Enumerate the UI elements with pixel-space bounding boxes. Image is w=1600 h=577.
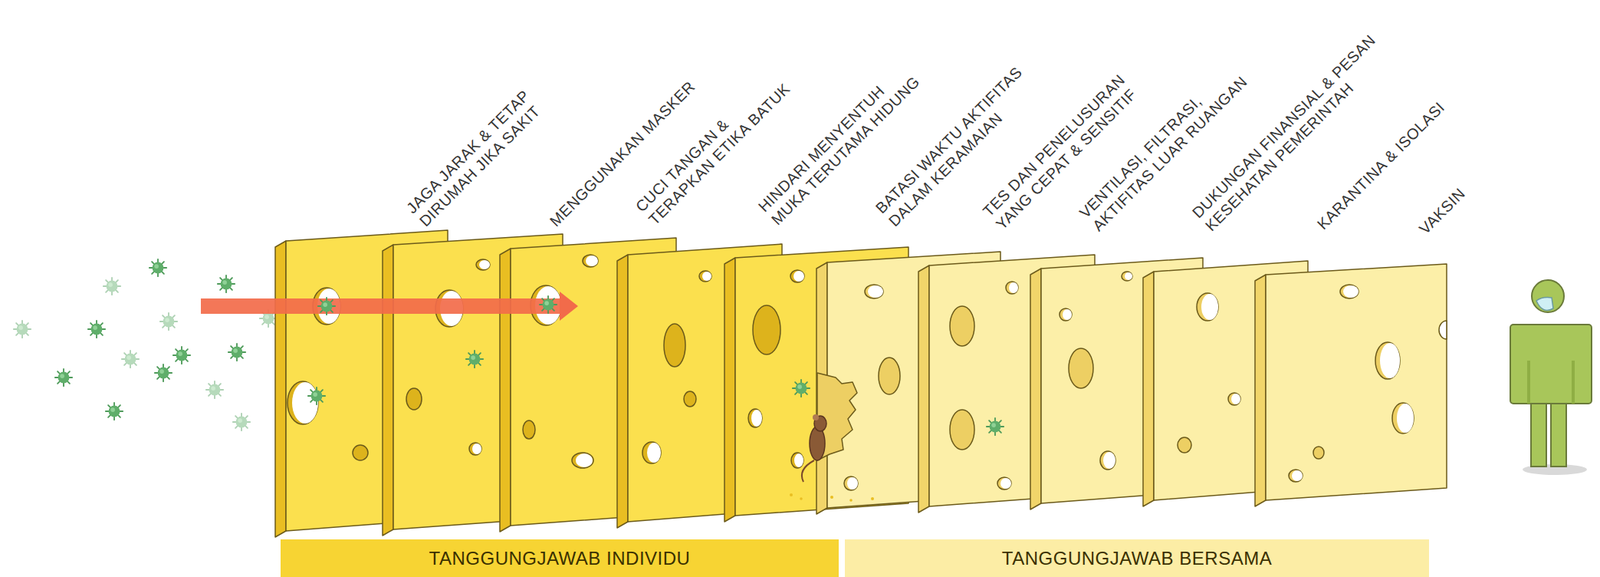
responsibility-band: TANGGUNGJAWAB INDIVIDU [280,538,839,577]
virus-cloud [13,259,277,431]
mouse-figure [789,413,874,502]
cheese-slices [200,229,1447,537]
line-break [520,86,533,99]
line-break [875,82,888,95]
exposure-arrow [200,291,579,321]
band-label: TANGGUNGJAWAB BERSAMA [1002,547,1272,569]
person-figure [1510,279,1592,475]
band-label: TANGGUNGJAWAB INDIVIDU [429,547,691,569]
barrier-label: JAGA JARAK & TETAP DIRUMAH JIKA SAKIT [402,85,547,230]
line-break [719,115,733,129]
responsibility-band: TANGGUNGJAWAB BERSAMA [844,538,1430,577]
line-break [1366,31,1380,44]
barrier-label: VAKSIN [1415,183,1469,238]
line-break [1116,71,1129,84]
barrier-label: DUKUNGAN FINANSIAL & PESAN KESEHATAN PEM… [1188,30,1393,235]
line-break [1192,92,1206,106]
line-break [1013,63,1026,76]
